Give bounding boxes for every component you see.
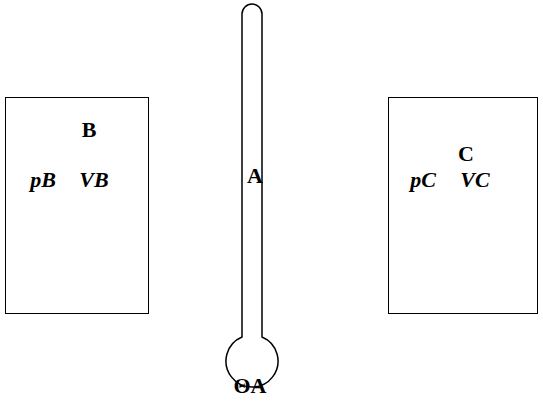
thermometer-outline [222,0,282,409]
variable-label: ΘA [234,375,267,397]
variable-label: VC [460,169,489,191]
thermometer: A ΘA [222,0,282,409]
variable-label: VB [79,169,108,191]
system-box: CpC VC [388,97,538,314]
node-label: A [247,165,263,187]
variable-label: pB [30,169,56,191]
node-label: B [82,119,97,141]
system-box: BpB VB [5,97,149,314]
variable-label: pC [410,169,436,191]
node-label: C [458,143,474,165]
